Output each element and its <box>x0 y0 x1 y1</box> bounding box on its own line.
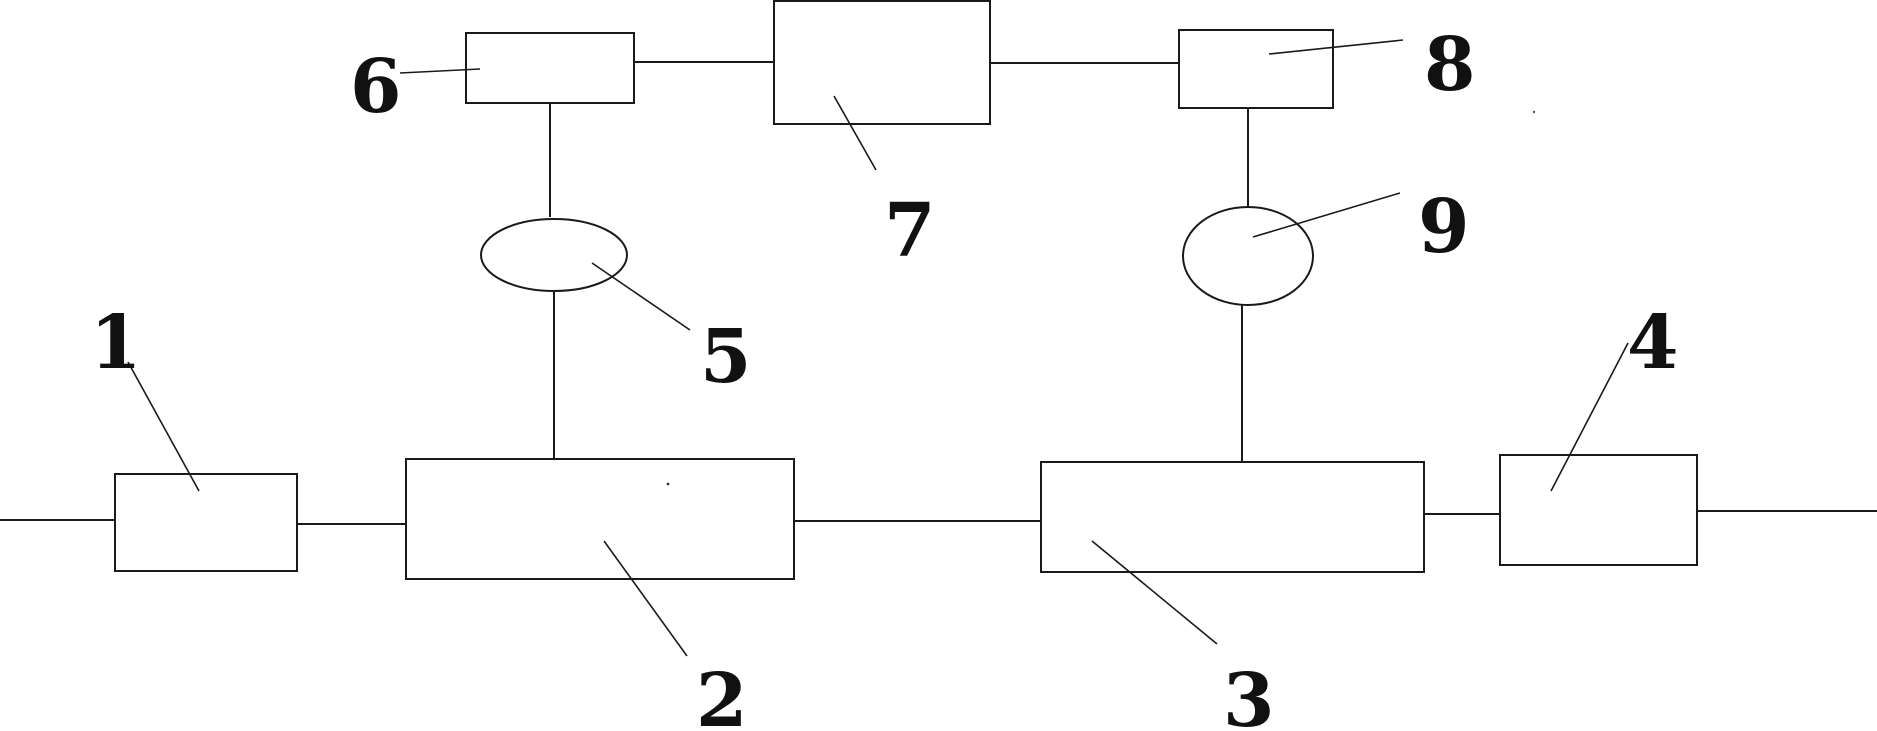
leader-7 <box>833 95 877 171</box>
block-1 <box>114 473 298 572</box>
block-6 <box>465 32 635 104</box>
block-7 <box>773 0 991 125</box>
block-3 <box>1040 461 1425 573</box>
leader-4 <box>1550 342 1629 492</box>
speck <box>666 482 670 486</box>
leader-9 <box>1252 192 1401 238</box>
leader-5 <box>591 262 691 331</box>
ellipse-9 <box>1182 206 1314 306</box>
block-2 <box>405 458 795 580</box>
leader-2 <box>603 540 688 657</box>
label-4: 4 <box>1627 300 1679 386</box>
label-8: 8 <box>1424 22 1476 108</box>
leader-6 <box>399 68 481 74</box>
label-9: 9 <box>1418 184 1470 270</box>
leader-8 <box>1268 39 1404 55</box>
label-1: 1 <box>90 300 142 386</box>
leader-1 <box>127 361 200 492</box>
label-7: 7 <box>884 188 936 274</box>
ellipse-5 <box>480 218 628 292</box>
speck <box>1532 110 1536 114</box>
leader-3 <box>1091 540 1218 645</box>
block-8 <box>1178 29 1334 109</box>
label-2: 2 <box>696 658 748 731</box>
label-5: 5 <box>700 314 752 400</box>
label-6: 6 <box>350 44 402 130</box>
block-4 <box>1499 454 1698 566</box>
label-3: 3 <box>1223 658 1275 731</box>
